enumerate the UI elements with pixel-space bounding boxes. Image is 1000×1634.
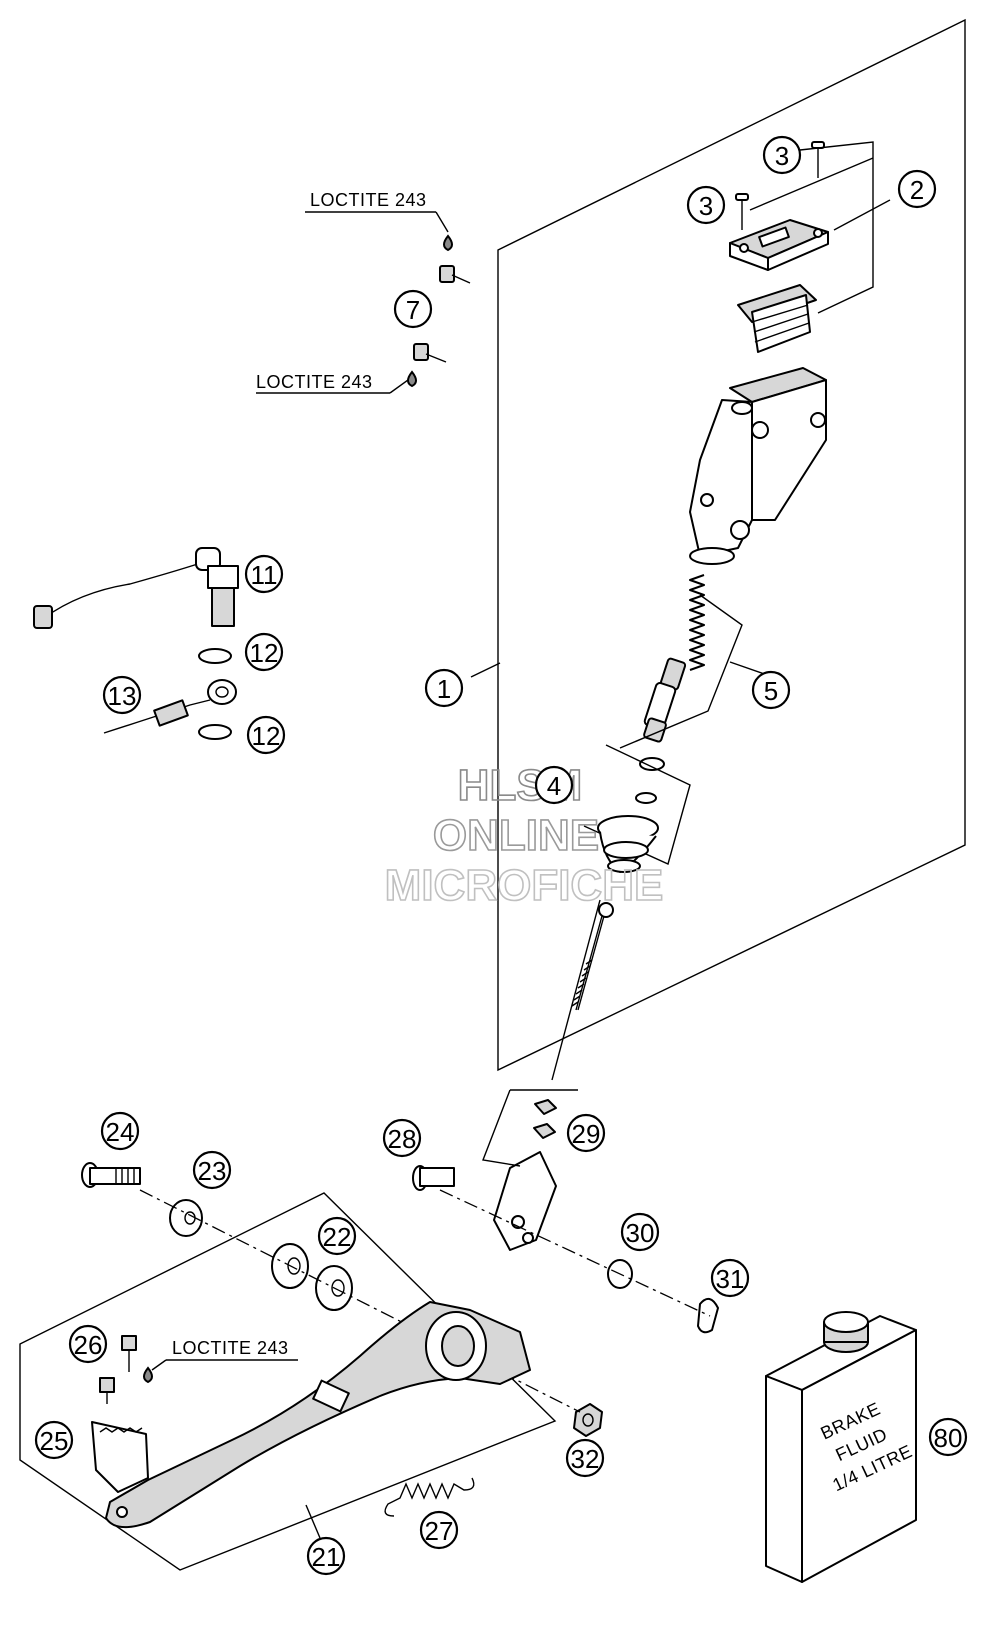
callout-12: 12 [246,715,286,755]
svg-text:28: 28 [388,1124,417,1154]
leader-line [435,211,449,233]
svg-text:31: 31 [716,1264,745,1294]
master-cylinder-assembly-panel [497,18,966,1072]
brake-hose-part [103,679,237,734]
svg-text:24: 24 [106,1117,135,1147]
copper-washer-part [198,724,232,740]
callout-22: 22 [317,1216,357,1256]
piston-spring-part [689,574,705,671]
brake-fluid-can-part [765,1311,917,1583]
callout-80: 80 [928,1417,968,1457]
svg-text:1: 1 [437,674,451,704]
leader-line [389,379,409,394]
brake-pedal-assembly-panel [19,1192,557,1571]
svg-text:27: 27 [425,1516,454,1546]
watermark-line2: ONLINE [433,811,599,860]
callout-5: 5 [751,670,791,710]
svg-text:25: 25 [40,1426,69,1456]
reservoir-bellows-part [737,284,817,353]
pedal-tip-bolt-part [99,1335,137,1404]
svg-text:5: 5 [764,676,778,706]
svg-text:29: 29 [572,1119,601,1149]
svg-text:12: 12 [252,721,281,751]
svg-text:32: 32 [571,1444,600,1474]
svg-text:3: 3 [775,141,789,171]
leader-line [749,157,874,211]
callout-7: 7 [393,289,433,329]
leader-line [833,199,891,231]
callout-30: 30 [620,1212,660,1252]
loctite-note: LOCTITE 243 [310,190,427,210]
leader-line [151,1359,167,1371]
callout-26: 26 [68,1324,108,1364]
piston-part [643,657,687,743]
callout-27: 27 [419,1510,459,1550]
callout-29: 29 [566,1113,606,1153]
svg-text:13: 13 [108,681,137,711]
svg-text:2: 2 [910,175,924,205]
leader-line [799,141,874,314]
svg-text:3: 3 [699,191,713,221]
callout-13: 13 [102,675,142,715]
loctite-note: LOCTITE 243 [256,372,373,392]
callout-25: 25 [34,1420,74,1460]
copper-washer-part [198,648,232,664]
mounting-bolt-part [439,265,471,284]
reservoir-cap-part [729,219,829,271]
callout-3: 3 [762,135,802,175]
svg-text:21: 21 [312,1542,341,1572]
lock-nut-part [573,1403,603,1437]
loctite-drop-icon [143,1366,153,1384]
leader-line [482,1089,521,1167]
svg-text:7: 7 [406,295,420,325]
pedal-bolt-part [81,1162,141,1188]
brake-light-switch-part [33,547,239,629]
loctite-drop-icon [407,370,417,388]
svg-text:80: 80 [934,1423,963,1453]
leader-line [305,1504,321,1539]
callout-3: 3 [686,185,726,225]
svg-text:30: 30 [626,1218,655,1248]
svg-text:12: 12 [250,638,279,668]
leader-line [470,662,501,678]
clevis-part [493,1151,557,1251]
pedal-tip-part [91,1421,149,1493]
clevis-bolt-part [412,1165,455,1191]
master-cylinder-body-part [689,367,827,565]
svg-text:4: 4 [547,771,561,801]
callout-28: 28 [382,1118,422,1158]
hex-nut-part [533,1099,557,1139]
leader-line [619,594,743,749]
callout-4: 4 [534,765,574,805]
callout-11: 11 [244,554,284,594]
callout-1: 1 [424,668,464,708]
callout-2: 2 [897,169,937,209]
callout-24: 24 [100,1111,140,1151]
svg-text:26: 26 [74,1330,103,1360]
svg-text:23: 23 [198,1156,227,1186]
dust-boot-part [597,815,659,873]
brake-pedal-part [105,1301,531,1529]
callout-32: 32 [565,1438,605,1478]
svg-text:11: 11 [251,560,278,590]
pedal-washer-part [169,1199,203,1237]
retaining-clip-part [697,1297,719,1334]
loctite-note: LOCTITE 243 [172,1338,289,1358]
push-rod-part [571,902,614,1011]
callout-23: 23 [192,1150,232,1190]
return-spring-part [384,1477,475,1517]
callout-12: 12 [244,632,284,672]
seal-ring-part [635,757,665,804]
mounting-bolt-part [413,343,447,363]
loctite-drop-icon [443,234,453,252]
leader-line [551,899,601,1081]
callout-31: 31 [710,1258,750,1298]
axis-line [439,1189,711,1317]
svg-text:22: 22 [323,1222,352,1252]
callout-21: 21 [306,1536,346,1576]
watermark-line3: MICROFICHE [385,861,664,910]
cap-screw-part [735,193,749,230]
